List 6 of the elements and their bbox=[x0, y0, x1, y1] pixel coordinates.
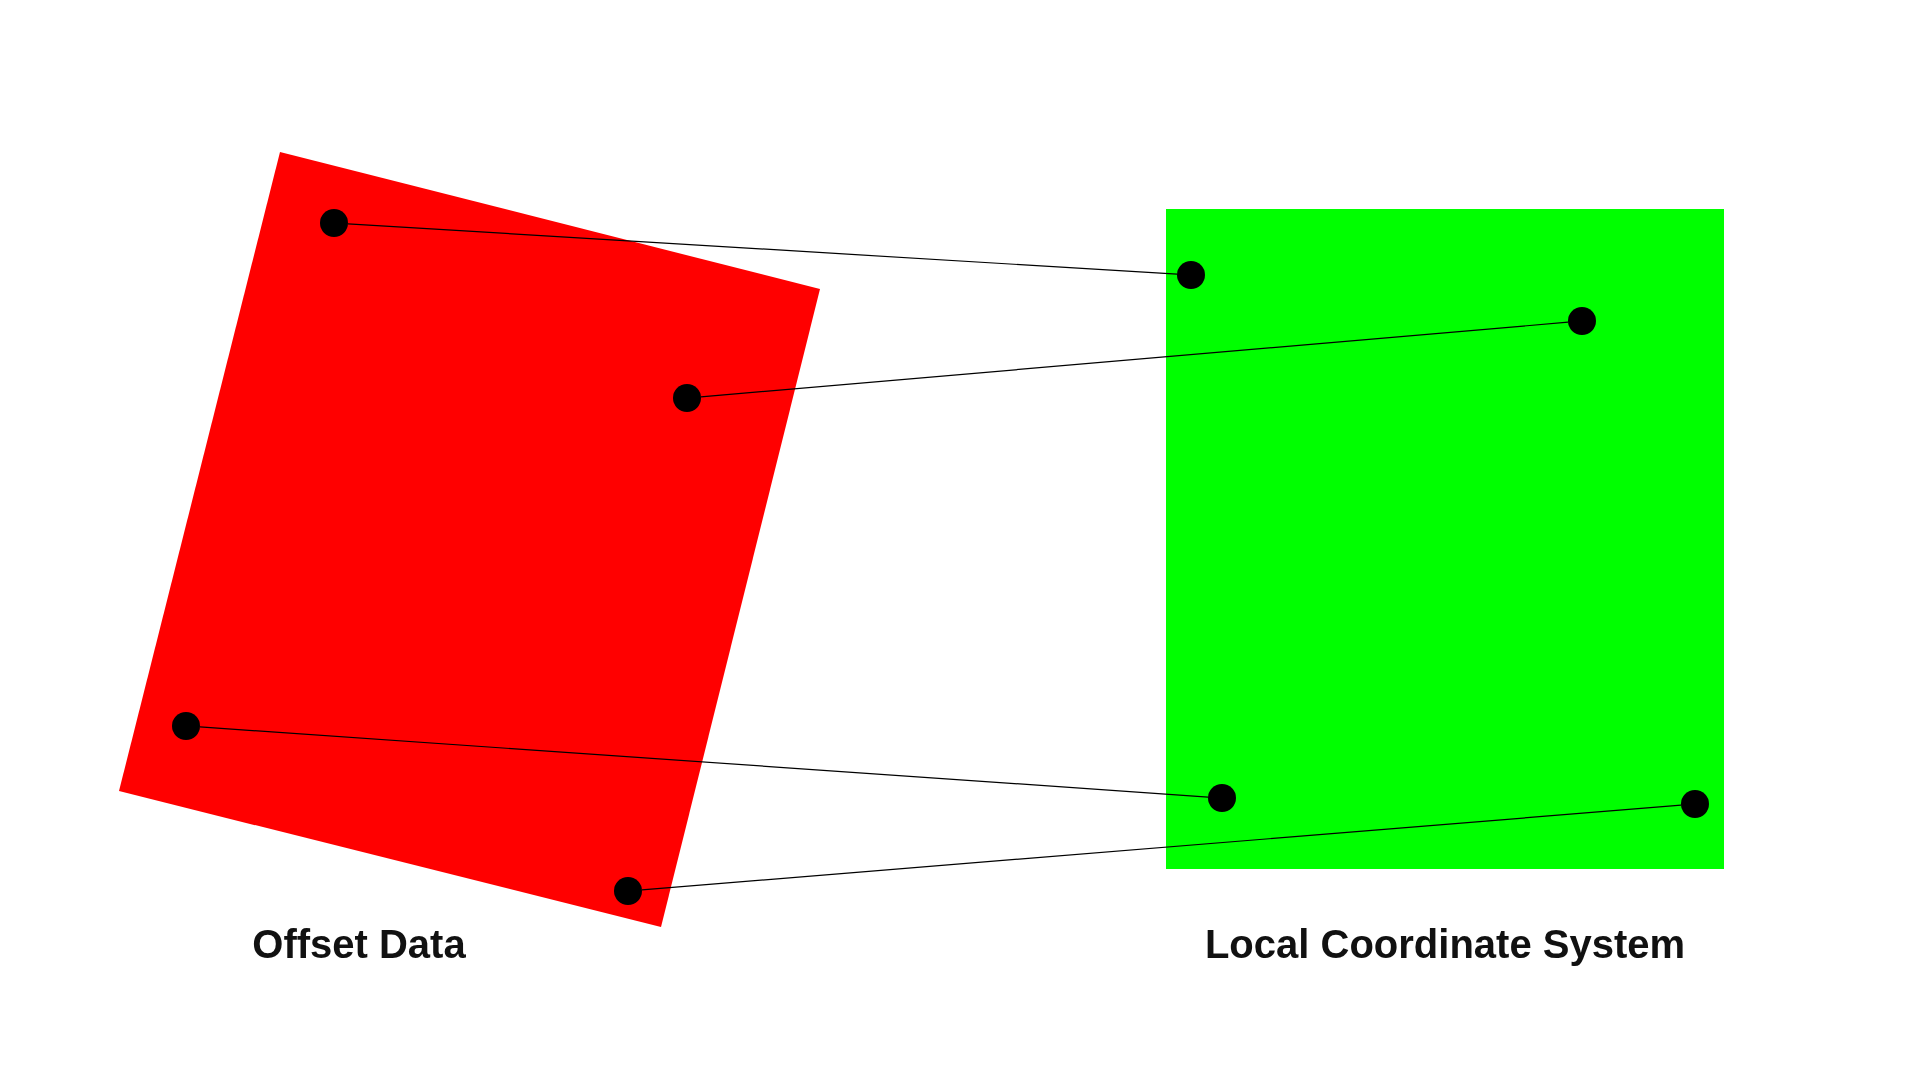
caption-label: Offset Data bbox=[252, 922, 466, 967]
connector-line bbox=[700, 321, 1569, 398]
caption-label: Local Coordinate System bbox=[1204, 922, 1686, 967]
connector-line bbox=[641, 804, 1682, 891]
connector-line bbox=[347, 223, 1178, 275]
connector-line bbox=[199, 726, 1209, 798]
